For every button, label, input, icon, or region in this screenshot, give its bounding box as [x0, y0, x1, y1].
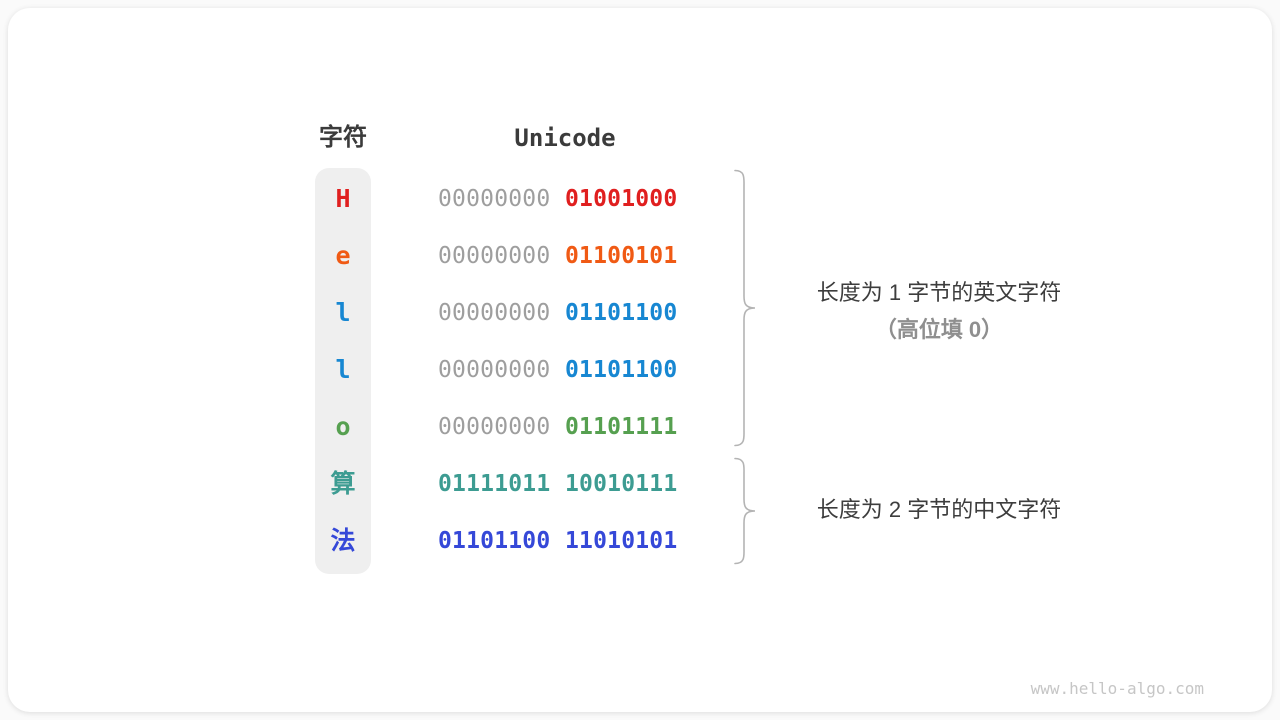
byte1-cell: 00000000 — [438, 243, 551, 269]
byte2-cell: 01101111 — [565, 414, 678, 440]
annotation-english-chars: 长度为 1 字节的英文字符 （高位填 0） — [764, 274, 1114, 348]
byte2-cell: 01101100 — [565, 357, 678, 383]
brace-english-group — [734, 169, 756, 447]
byte2-cell: 01100101 — [565, 243, 678, 269]
byte1-cell: 01101100 — [438, 528, 551, 554]
annotation-subline: （高位填 0） — [874, 317, 1004, 342]
char-cell: l — [335, 298, 351, 327]
annotation-line: 长度为 2 字节的中文字符 — [816, 497, 1062, 522]
table-row: e 00000000 01100101 — [8, 239, 1280, 273]
table-row: 算 01111011 10010111 — [8, 467, 1280, 501]
byte1-cell: 00000000 — [438, 357, 551, 383]
char-cell: o — [335, 412, 351, 441]
annotation-chinese-chars: 长度为 2 字节的中文字符 — [764, 491, 1114, 528]
table-row: o 00000000 01101111 — [8, 410, 1280, 444]
char-cell: 法 — [330, 526, 356, 555]
byte2-cell: 01001000 — [565, 186, 678, 212]
watermark-url: www.hello-algo.com — [1030, 679, 1204, 698]
table-row: l 00000000 01101100 — [8, 296, 1280, 330]
table-row: H 00000000 01001000 — [8, 182, 1280, 216]
column-header-character: 字符 — [319, 124, 367, 151]
byte1-cell: 01111011 — [438, 471, 551, 497]
byte1-cell: 00000000 — [438, 414, 551, 440]
char-cell: H — [335, 184, 351, 213]
byte1-cell: 00000000 — [438, 186, 551, 212]
table-row: 法 01101100 11010101 — [8, 524, 1280, 558]
byte2-cell: 01101100 — [565, 300, 678, 326]
byte2-cell: 11010101 — [565, 528, 678, 554]
char-cell: e — [335, 241, 351, 270]
brace-chinese-group — [734, 457, 756, 565]
byte2-cell: 10010111 — [565, 471, 678, 497]
table-row: l 00000000 01101100 — [8, 353, 1280, 387]
byte1-cell: 00000000 — [438, 300, 551, 326]
column-header-unicode: Unicode — [514, 124, 616, 152]
char-cell: 算 — [330, 469, 356, 498]
char-cell: l — [335, 355, 351, 384]
character-column-background — [315, 168, 371, 574]
diagram-card: 字符 Unicode H 00000000 01001000 e 0000000… — [8, 8, 1272, 712]
annotation-line: 长度为 1 字节的英文字符 — [816, 280, 1062, 305]
